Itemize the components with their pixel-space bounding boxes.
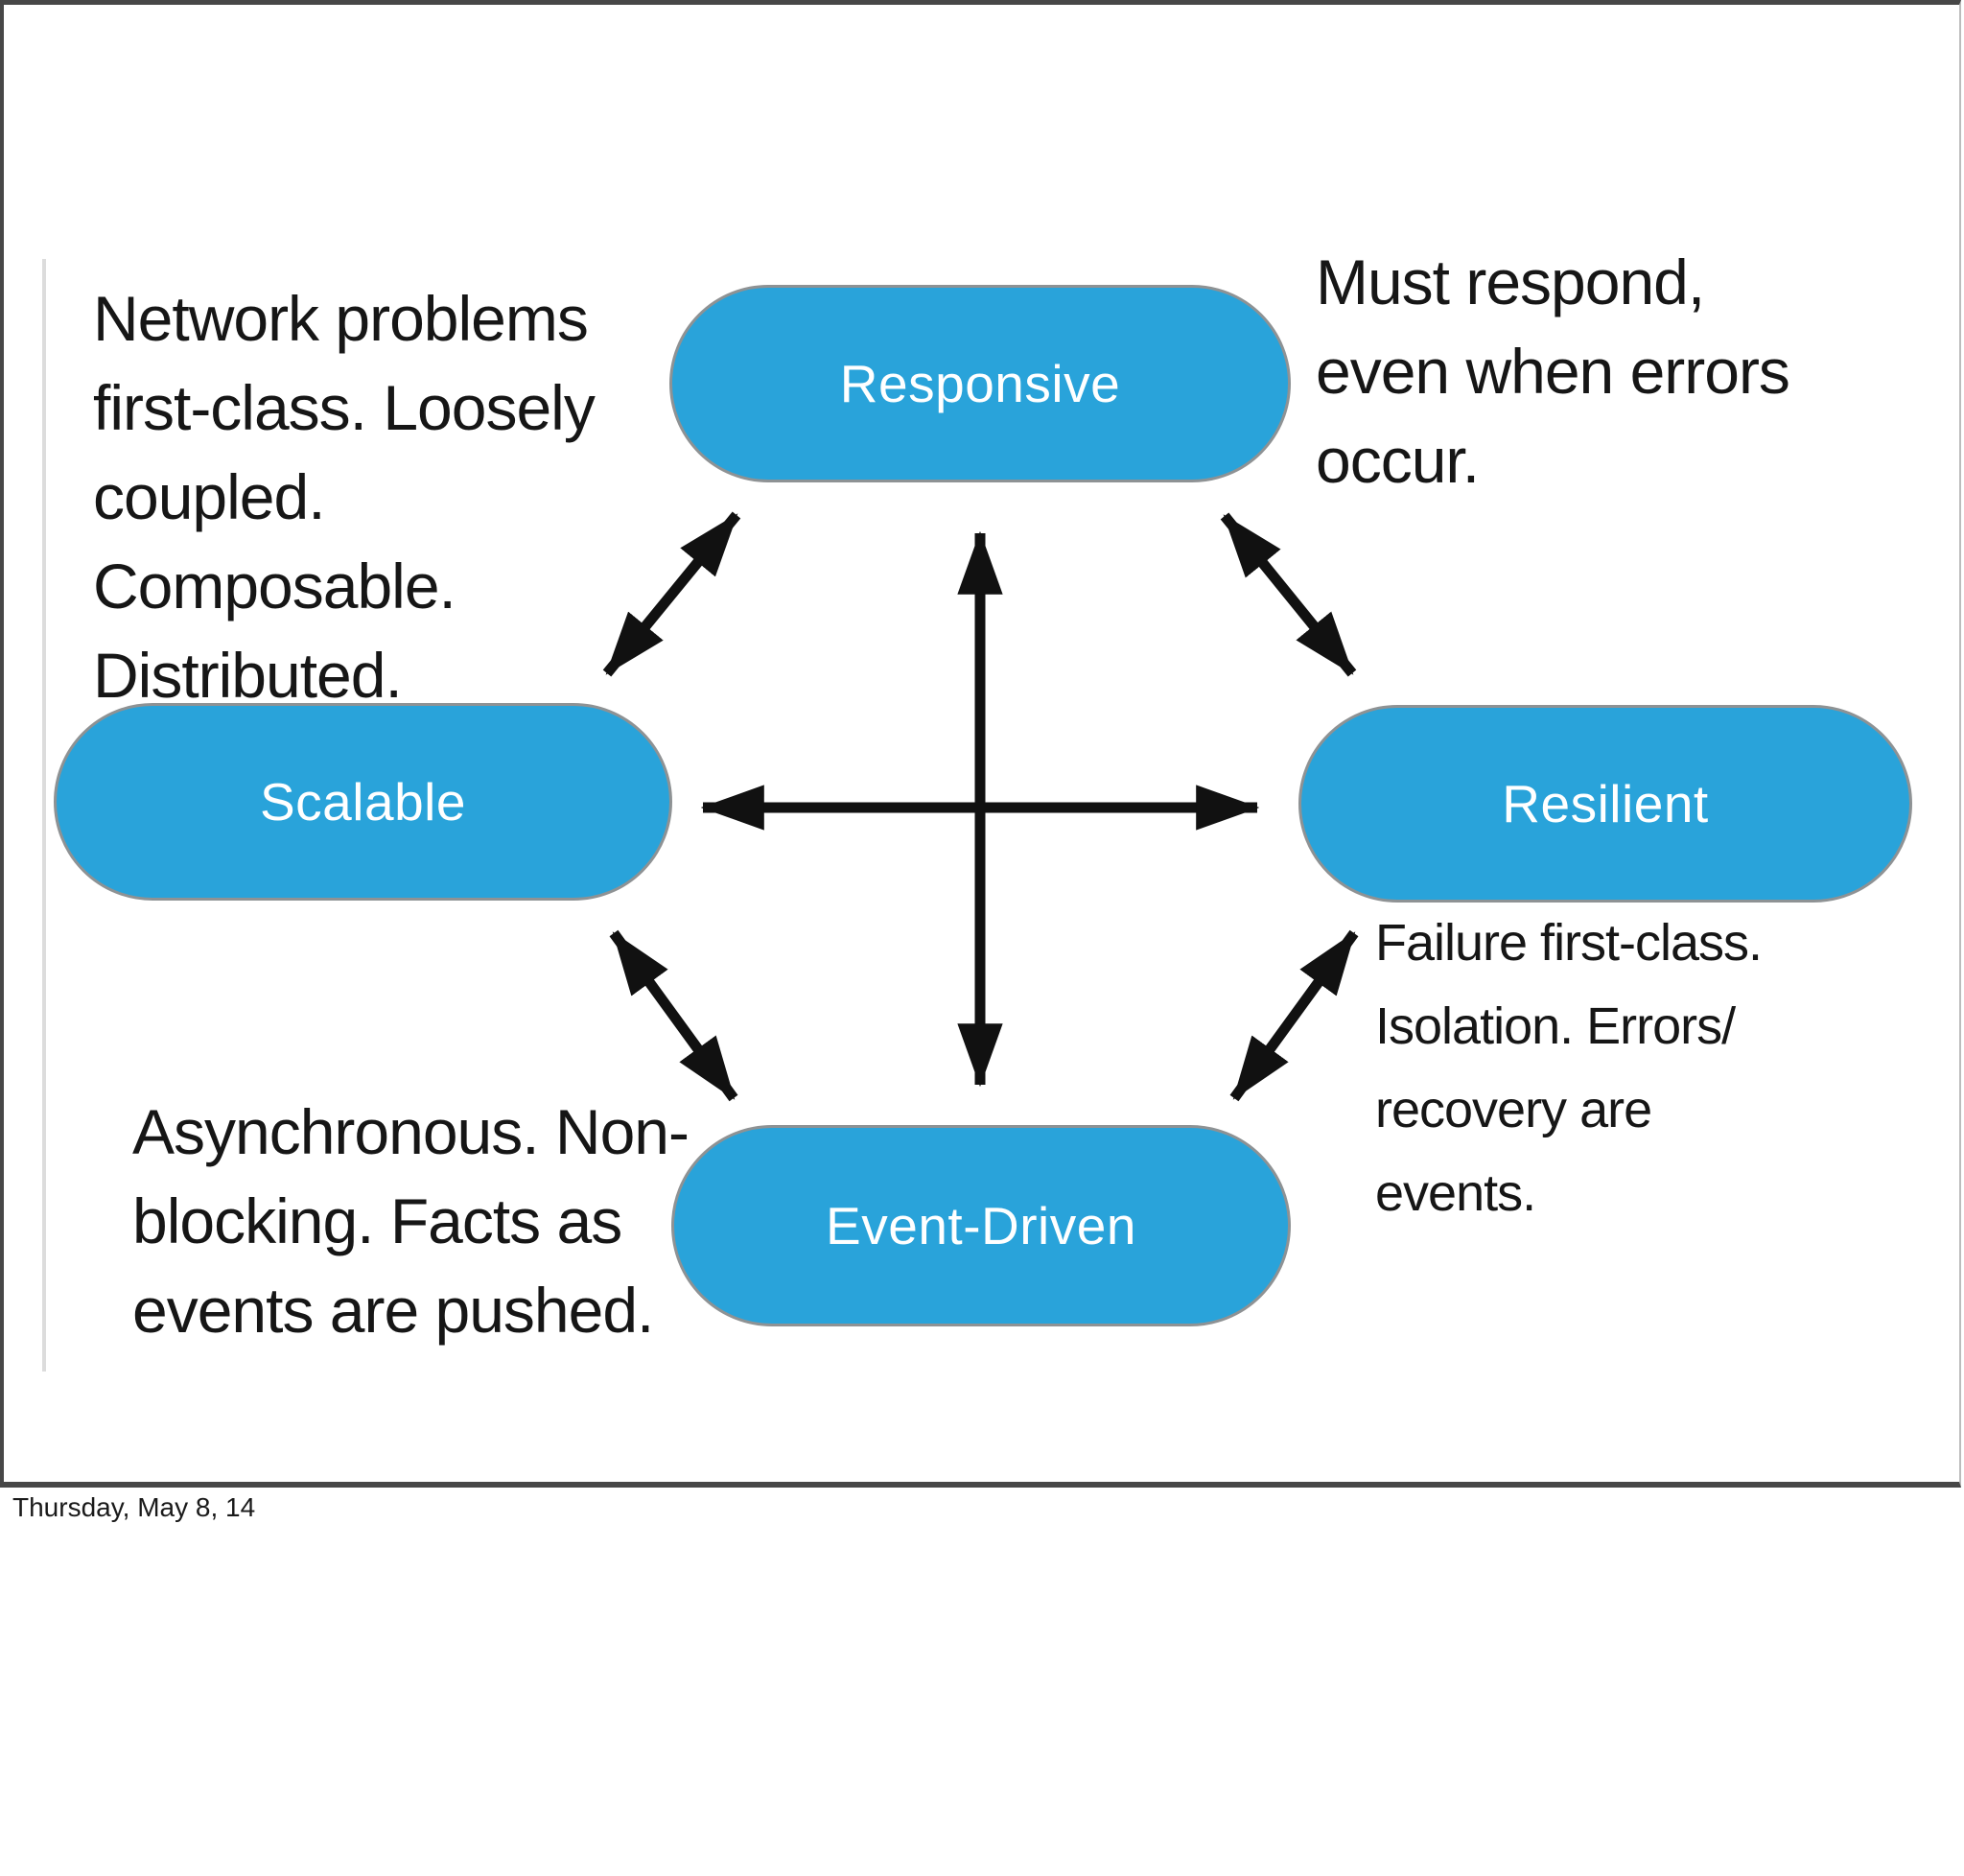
annotation-line: Failure first-class.: [1375, 914, 1763, 972]
node-resilient-label: Resilient: [1502, 774, 1709, 833]
annotation-line: Must respond,: [1316, 246, 1705, 317]
annotation-line: Asynchronous. Non-: [132, 1096, 690, 1167]
annotation-resilient: Failure first-class. Isolation. Errors/ …: [1375, 902, 1763, 1235]
annotation-event-driven: Asynchronous. Non- blocking. Facts as ev…: [132, 1088, 690, 1355]
node-responsive-label: Responsive: [839, 354, 1121, 413]
annotation-line: events.: [1375, 1164, 1536, 1222]
annotation-line: recovery are: [1375, 1081, 1652, 1138]
annotation-line: even when errors: [1316, 336, 1790, 407]
content-placeholder-edge: [42, 259, 46, 1372]
annotation-line: coupled.: [93, 461, 326, 532]
annotation-line: Composable.: [93, 551, 456, 621]
node-scalable-label: Scalable: [260, 772, 466, 832]
slide-date-footer: Thursday, May 8, 14: [12, 1492, 256, 1522]
annotation-scalable: Network problems first-class. Loosely co…: [93, 274, 596, 720]
annotation-responsive: Must respond, even when errors occur.: [1316, 238, 1790, 505]
annotation-line: Distributed.: [93, 640, 403, 711]
node-resilient: Resilient: [1298, 705, 1912, 903]
annotation-line: events are pushed.: [132, 1275, 654, 1346]
node-responsive: Responsive: [669, 285, 1291, 482]
annotation-line: occur.: [1316, 425, 1480, 496]
node-scalable: Scalable: [54, 703, 672, 901]
annotation-line: first-class. Loosely: [93, 372, 596, 443]
annotation-line: Network problems: [93, 283, 589, 354]
annotation-line: Isolation. Errors/: [1375, 997, 1736, 1055]
annotation-line: blocking. Facts as: [132, 1185, 622, 1256]
node-event-driven-label: Event-Driven: [826, 1196, 1136, 1255]
node-event-driven: Event-Driven: [671, 1125, 1291, 1326]
